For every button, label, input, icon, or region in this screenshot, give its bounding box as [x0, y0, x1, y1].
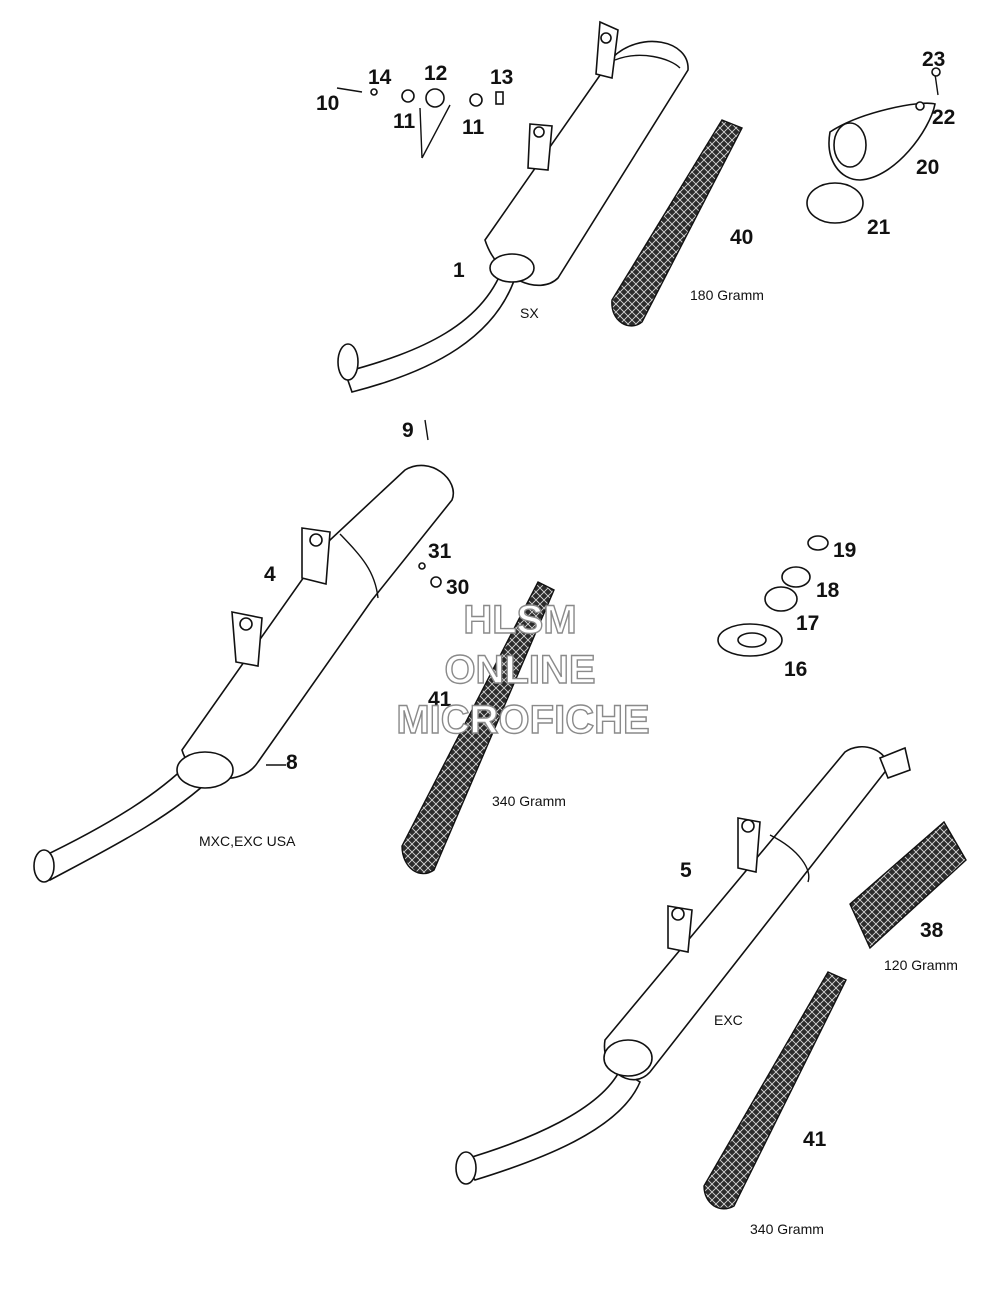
muffler-sx — [337, 20, 689, 393]
callout-5: 5 — [680, 859, 692, 882]
callout-10: 10 — [316, 92, 339, 115]
packing-40 — [611, 119, 743, 327]
callout-18: 18 — [816, 579, 840, 602]
caption-340-gramm-right: 340 Gramm — [750, 1221, 824, 1237]
packing-41-right — [703, 971, 847, 1210]
callout-40: 40 — [730, 226, 753, 249]
callout-13: 13 — [490, 66, 513, 89]
packing-41-left — [401, 581, 555, 875]
callout-8: 8 — [286, 751, 298, 774]
caption-120-gramm: 120 Gramm — [884, 957, 958, 973]
caption-180-gramm: 180 Gramm — [690, 287, 764, 303]
callout-9: 9 — [402, 419, 414, 442]
watermark: HLSM ONLINE MICROFICHE — [396, 597, 651, 742]
callout-1: 1 — [453, 259, 465, 282]
muffler-exc — [455, 746, 911, 1185]
watermark-line-2: ONLINE — [444, 648, 595, 692]
callout-31: 31 — [428, 540, 452, 563]
callout-17: 17 — [796, 612, 819, 635]
callout-41-right: 41 — [803, 1128, 827, 1151]
callout-19: 19 — [833, 539, 856, 562]
callout-4: 4 — [264, 563, 276, 586]
callout-11-right: 11 — [462, 116, 485, 139]
watermark-line-1: HLSM — [463, 598, 576, 642]
callout-16: 16 — [784, 658, 807, 681]
muffler-mxc — [33, 419, 455, 883]
callout-20: 20 — [916, 156, 939, 179]
end-cap-parts — [806, 67, 941, 224]
callout-41-left: 41 — [428, 688, 452, 711]
caption-exc: EXC — [714, 1012, 743, 1028]
callout-23: 23 — [922, 48, 945, 71]
watermark-line-3: MICROFICHE — [396, 698, 649, 742]
callout-11-left: 11 — [393, 110, 416, 133]
caption-sx: SX — [520, 305, 539, 321]
rubber-parts — [717, 535, 829, 657]
callout-14: 14 — [368, 66, 392, 89]
caption-mxc-exc-usa: MXC,EXC USA — [199, 833, 296, 849]
packing-38 — [849, 820, 967, 950]
callout-22: 22 — [932, 106, 955, 129]
callout-12: 12 — [424, 62, 447, 85]
callout-30: 30 — [446, 576, 469, 599]
callout-38: 38 — [920, 919, 944, 942]
callout-21: 21 — [867, 216, 891, 239]
variant-captions: SX 180 Gramm MXC,EXC USA 340 Gramm EXC 1… — [199, 287, 958, 1237]
callout-labels: 1 10 14 12 13 11 11 40 23 22 20 21 9 4 3… — [264, 48, 955, 1151]
caption-340-gramm-left: 340 Gramm — [492, 793, 566, 809]
mounting-hardware — [336, 87, 504, 159]
